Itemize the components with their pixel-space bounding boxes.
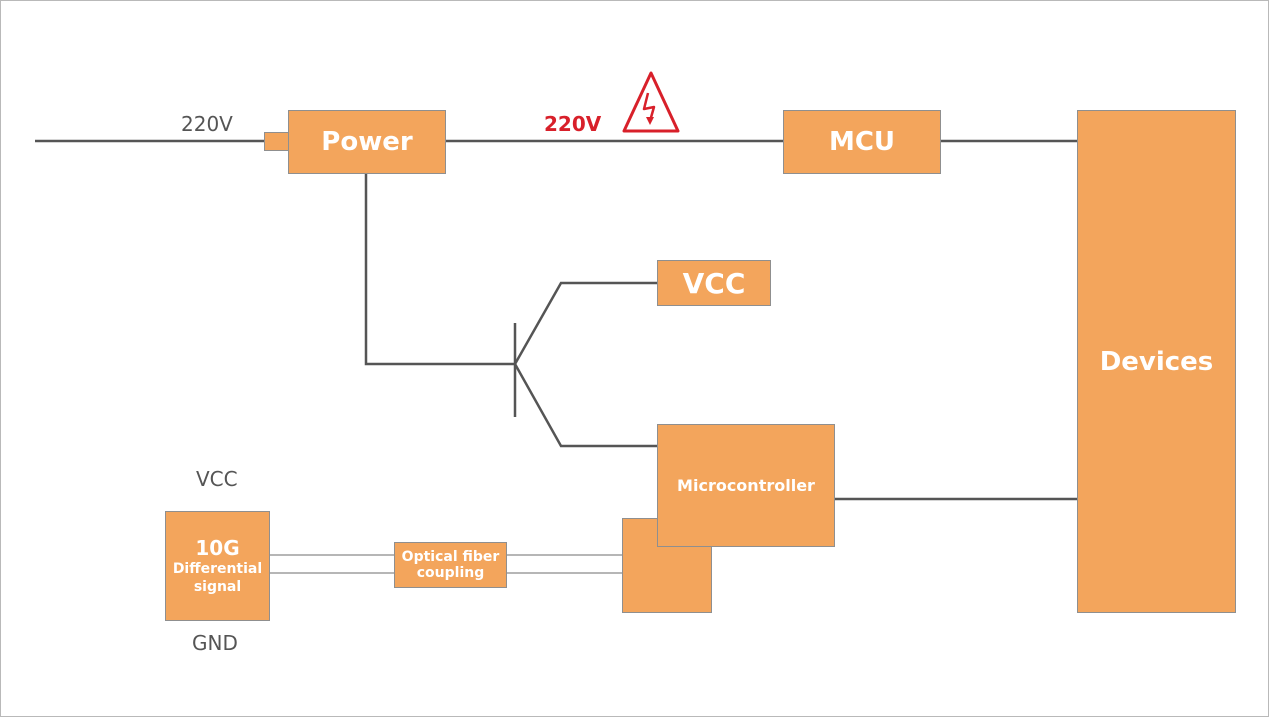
signal-description-label: Differential signal	[172, 561, 263, 595]
power-block: Power	[288, 110, 446, 174]
high-voltage-warning-icon	[622, 71, 680, 133]
mcu-block: MCU	[783, 110, 941, 174]
gnd-rail-label: GND	[192, 631, 238, 655]
devices-block: Devices	[1077, 110, 1236, 613]
power-to-transistor-line	[364, 174, 515, 366]
transistor-to-microcontroller-line	[513, 363, 657, 448]
vcc-block: VCC	[657, 260, 771, 306]
vcc-rail-label: VCC	[196, 467, 238, 491]
microcontroller-block: Microcontroller	[657, 424, 835, 547]
input-voltage-label: 220V	[181, 112, 233, 136]
differential-signal-block: 10G Differential signal	[165, 511, 270, 621]
transistor-to-vcc-line	[513, 281, 657, 365]
power-connector	[264, 132, 289, 151]
high-voltage-label: 220V	[544, 112, 602, 136]
signal-rate-label: 10G	[195, 536, 240, 560]
optical-fiber-coupling-block: Optical fiber coupling	[394, 542, 507, 588]
